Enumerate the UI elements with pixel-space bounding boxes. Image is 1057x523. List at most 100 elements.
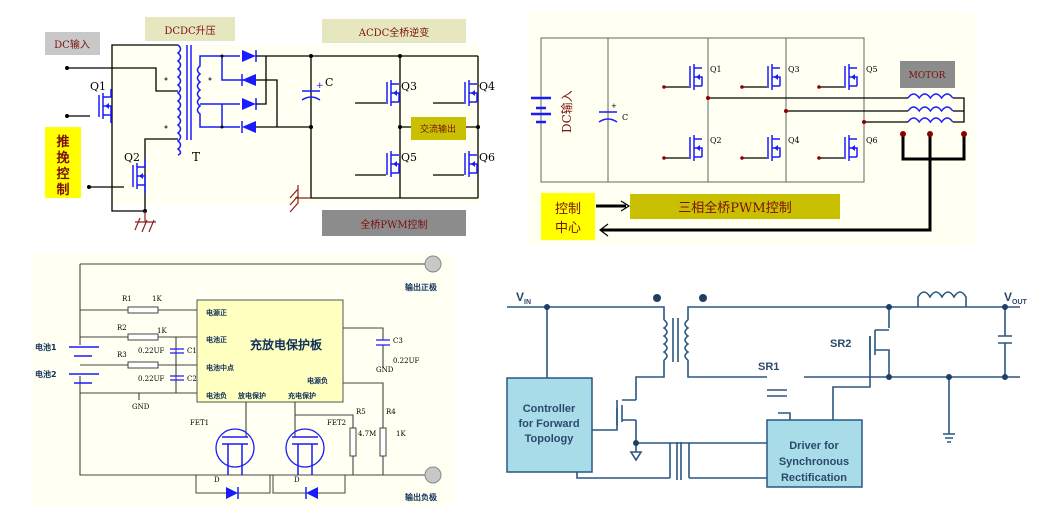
battery-icon [531,96,551,124]
q1-mosfet-icon [98,88,112,124]
push-pull-char: 制 [56,182,69,198]
transformer-label: T [192,150,200,164]
ac-output-label: 交流输出 [420,123,456,135]
output-positive-terminal [424,255,442,273]
diode-icons [195,475,346,499]
gate-transformer-icon [669,442,690,480]
capacitor-icon [301,90,321,101]
pin-batt-mid: 电池中点 [206,363,234,372]
controller-box [506,377,593,473]
q4-label: Q4 [788,136,800,145]
driver-label: Rectification [781,472,847,484]
push-pull-control-label: 推 挽 控 制 [56,134,69,198]
full-bridge-pwm-label: 全桥PWM控制 [360,218,427,231]
ac-output-label-box [411,117,466,140]
c3-label: C3 [393,337,403,345]
transformer-icon [164,44,222,156]
r4-r5-resistors [349,427,387,457]
pin-batt-neg: 电池负 [206,391,227,400]
q5-label: Q5 [866,65,878,74]
q2-label: Q2 [124,151,140,164]
ground-icon [134,211,156,233]
acdc-inverter-label-box [322,19,466,43]
motor-label: MOTOR [909,71,946,81]
push-pull-char: 推 [56,134,69,150]
r3-label: R3 [117,351,127,359]
r2-value: 1K [157,327,167,335]
output-positive-label: 输出正极 [405,282,437,292]
q6-label: Q6 [479,151,495,164]
inverter-mosfets [355,79,478,178]
q1-label: Q1 [90,80,106,93]
ground-icon [289,185,311,213]
panel-push-pull-inverter: DC输入 DCDC升压 ACDC全桥逆变 推 挽 控 制 Q1 Q2 T [45,17,495,236]
svg-text:+: + [316,81,324,91]
battery-icon [69,346,99,384]
pin-batt-pos: 电池正 [206,335,227,344]
full-bridge-pwm-box [322,210,466,236]
c1-label: C1 [187,347,197,355]
q3-label: Q3 [401,80,417,93]
control-center-label: 中心 [555,221,581,236]
chip-title: 充放电保护板 [250,337,323,352]
feedback-wires [601,134,966,232]
arrow-right-icon [620,200,631,212]
wires [79,263,425,476]
output-negative-terminal [424,466,442,484]
gnd-label: GND [132,403,150,411]
three-phase-pwm-label: 三相全桥PWM控制 [678,200,791,216]
r5-value: 4.7M [358,430,376,438]
chip-wires [245,327,384,475]
control-center-label: 控制 [555,202,581,217]
q6-label: Q6 [866,136,878,145]
fet1-label: FET1 [190,419,209,427]
driver-label: Synchronous [779,456,849,468]
gate-wires [664,86,844,159]
d2-label: D [294,476,300,484]
driver-label: Driver for [789,440,839,452]
resistors [127,306,159,369]
c2-value: 0.22UF [138,375,164,383]
push-pull-char: 挽 [56,150,69,166]
panel-forward-converter: Controller for Forward Topology Driver f… [506,290,1028,488]
fet2-label: FET2 [327,419,346,427]
dc-input-label: DC输入 [54,38,90,51]
q3-label: Q3 [788,65,800,74]
dc-input-label-box [45,32,100,55]
panel-charge-protection-board: 输出正极 输出负极 电池1 电池2 R1 1K R2 1K R3 0.22UF … [33,254,455,506]
q2-label: Q2 [710,136,722,145]
vout-label: VOUT [1004,290,1028,306]
mosfet-icons [616,329,890,425]
panel-three-phase-motor-drive: DC输入 + C Q1 Q3 Q5 Q2 Q4 Q6 MOTOR [527,12,975,245]
controller-label: Controller [523,403,576,415]
pin-discharge: 放电保护 [237,391,266,400]
c2-label: C2 [187,375,197,383]
push-pull-char: 控 [56,166,69,182]
driver-box [766,419,863,488]
battery2-label: 电池2 [35,369,57,379]
bus-wires [540,37,865,183]
controller-label: Topology [525,433,575,445]
phase-wires [708,97,965,123]
vin-label: VIN [516,290,531,306]
gnd-label: GND [376,366,394,374]
r1-value: 1K [152,295,162,303]
capacitor-label: C [622,113,628,122]
control-center-box [541,193,595,240]
c3-value: 0.22UF [393,357,419,365]
q4-label: Q4 [479,80,495,93]
push-pull-control-box [45,127,81,198]
motor-windings-icon [907,93,954,124]
controller-label: for Forward [518,418,579,430]
pin-power-pos: 电源正 [206,308,227,317]
dcdc-boost-label: DCDC升压 [164,25,215,37]
capacitor-label: C [325,76,333,89]
svg-text:+: + [611,102,617,110]
main-transformer-icon [662,318,690,362]
sr2-label: SR2 [830,338,851,350]
arrow-left-icon [599,223,609,237]
r4-value: 1K [396,430,406,438]
r1-label: R1 [122,295,132,303]
capacitor-ground-icons [629,335,1012,462]
r2-label: R2 [117,324,127,332]
